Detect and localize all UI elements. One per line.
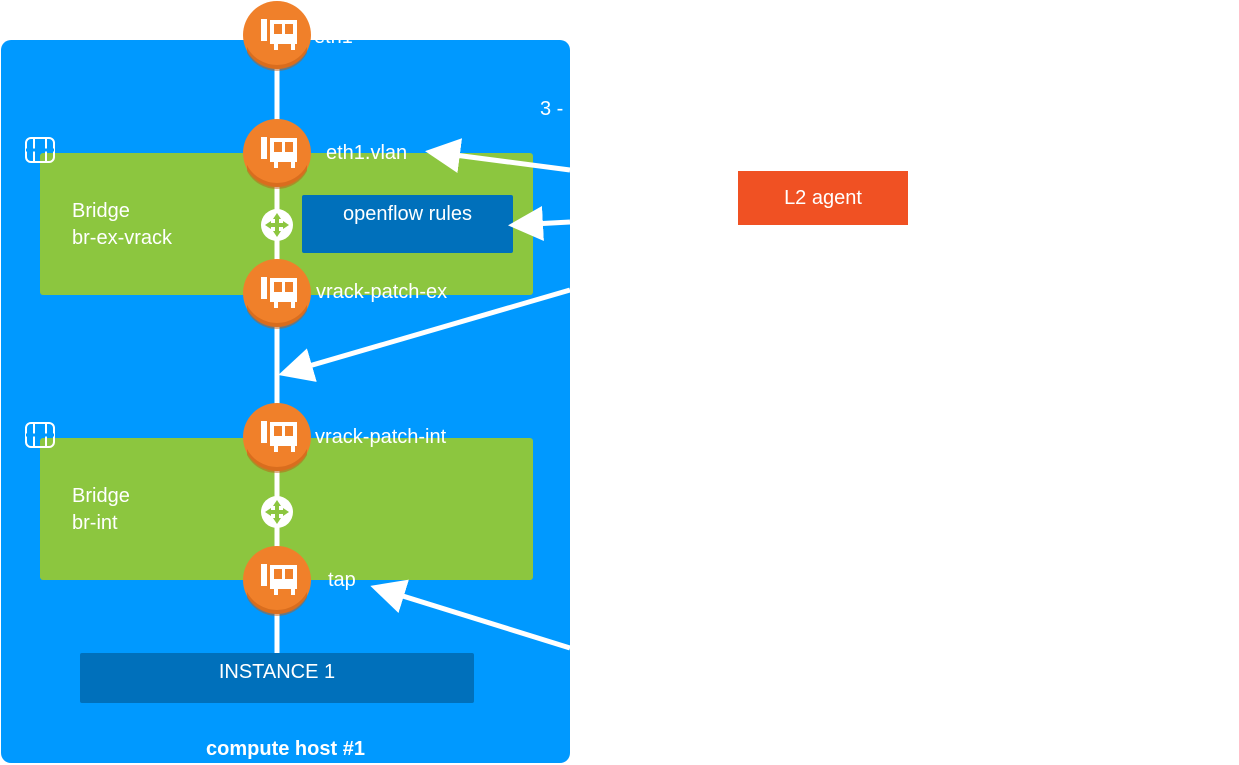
bridge-int-line2: br-int — [72, 512, 118, 534]
port-tap-label: tap — [328, 569, 356, 591]
bridge-ex-vrack-line2: br-ex-vrack — [72, 227, 173, 249]
arrow-to-eth1-vlan — [425, 138, 571, 173]
bridge-icon — [24, 136, 56, 164]
nic-icon — [243, 1, 311, 72]
bridge-ex-vrack-line1: Bridge — [72, 200, 130, 222]
router-icon — [261, 496, 293, 528]
router-icon — [261, 209, 293, 241]
port-eth1-vlan-label: eth1.vlan — [326, 142, 408, 164]
instance-label: INSTANCE 1 — [218, 661, 336, 683]
instance-box: INSTANCE 1 — [80, 653, 474, 703]
arrow-to-openflow — [508, 206, 571, 241]
l2-agent-label: L2 agent — [784, 187, 862, 209]
openflow-rules-label: openflow rules — [343, 203, 472, 225]
arrow-to-tap — [370, 579, 571, 651]
bridge-icon — [24, 421, 56, 449]
arrow-to-patch-link — [278, 287, 571, 382]
bridge-ex-vrack-label: Bridge br-ex-vrack — [72, 198, 172, 252]
bridge-int-label: Bridge br-int — [72, 483, 130, 537]
nic-icon — [243, 119, 311, 189]
openflow-rules-box: openflow rules — [302, 195, 513, 253]
step-label: 3 - — [540, 98, 564, 120]
l2-agent-box: L2 agent — [738, 171, 908, 225]
nic-icon — [243, 403, 311, 473]
port-vrack-patch-ex-label: vrack-patch-ex — [316, 281, 448, 303]
bridge-int-line1: Bridge — [72, 485, 130, 507]
port-vrack-patch-int-label: vrack-patch-int — [315, 426, 447, 448]
host-title: compute host #1 — [206, 738, 365, 760]
nic-icon — [243, 546, 311, 616]
port-eth1-label: eth1 — [314, 24, 353, 46]
port-eth1-text: eth1 — [314, 26, 353, 46]
nic-icon — [243, 259, 311, 329]
